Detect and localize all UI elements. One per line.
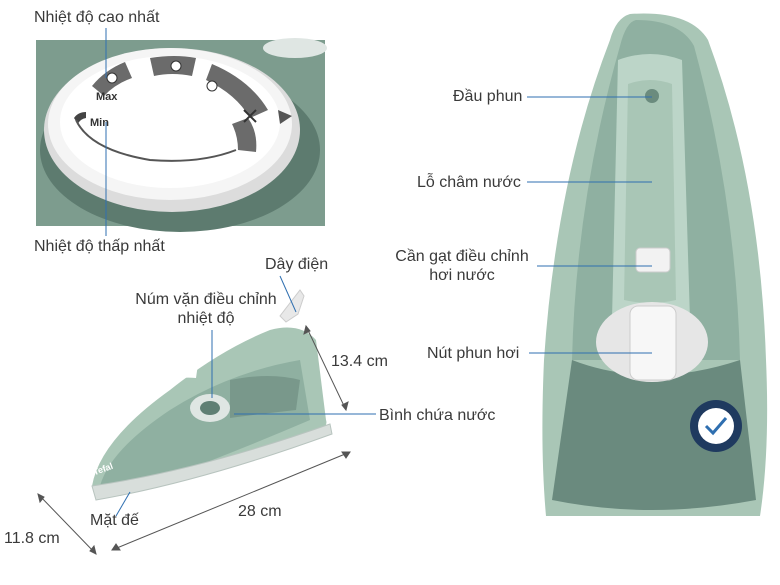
label-soleplate: Mặt đế — [90, 512, 139, 529]
dimension-width: 11.8 cm — [4, 530, 60, 547]
label-temp-knob-line2: nhiệt độ — [177, 310, 235, 327]
dimension-height: 13.4 cm — [331, 353, 388, 370]
label-steam-lever-line2: hơi nước — [429, 267, 495, 284]
label-water-inlet: Lỗ châm nước — [417, 174, 521, 191]
label-temp-knob: Núm vặn điều chỉnh nhiệt độ — [128, 290, 284, 328]
label-power-cord: Dây điện — [265, 256, 329, 273]
dimension-length: 28 cm — [238, 503, 282, 520]
label-steam-lever-line1: Cần gạt điều chỉnh — [395, 248, 529, 265]
dimension-lines — [37, 324, 351, 555]
label-steam-lever: Cần gạt điều chỉnh hơi nước — [388, 247, 536, 285]
label-highest-temp: Nhiệt độ cao nhất — [34, 9, 160, 26]
leader-lines — [105, 28, 652, 517]
iron-top-view — [542, 13, 768, 516]
dial-closeup — [36, 38, 327, 232]
label-steam-button: Nút phun hơi — [427, 345, 520, 362]
label-spray-nozzle: Đầu phun — [453, 88, 523, 105]
label-temp-knob-line1: Núm vặn điều chỉnh — [135, 291, 277, 308]
label-lowest-temp: Nhiệt độ thấp nhất — [34, 238, 165, 255]
dial-min-mark: Min — [90, 117, 109, 129]
dial-max-mark: Max — [96, 91, 118, 103]
iron-side-view — [91, 289, 333, 501]
label-water-tank: Bình chứa nước — [379, 407, 496, 424]
